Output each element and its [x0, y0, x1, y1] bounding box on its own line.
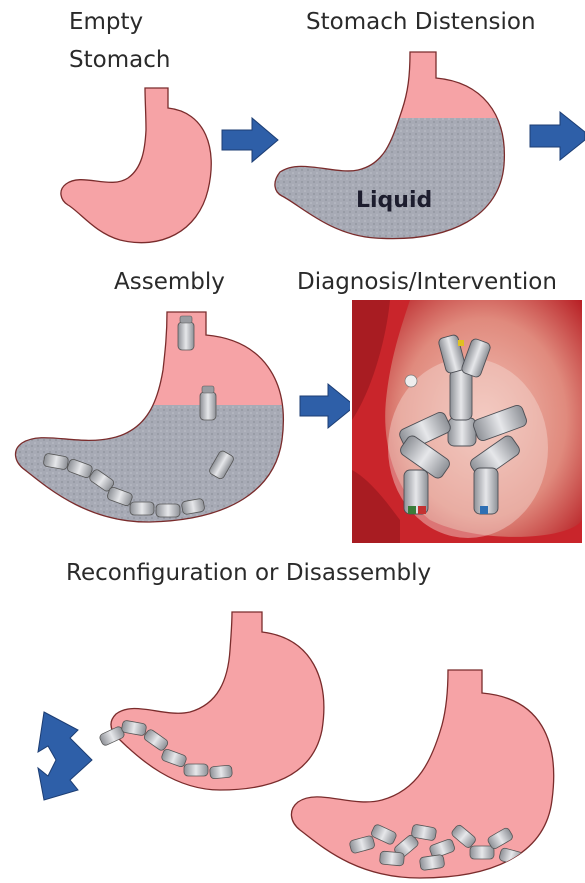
reconfiguration-stomach-illustration — [99, 612, 324, 790]
assembly-stomach-illustration — [0, 312, 300, 535]
disassembly-stomach-illustration — [291, 670, 553, 878]
capsule-module — [178, 316, 194, 350]
right-arrow-icon — [300, 384, 355, 428]
distended-stomach-illustration: Liquid — [260, 52, 520, 258]
diagnosis-intervention-illustration — [350, 298, 582, 543]
right-arrow-icon — [222, 118, 278, 162]
down-up-arrow-icon — [38, 712, 92, 800]
empty-stomach-illustration — [61, 88, 211, 243]
capsule-module — [200, 386, 216, 420]
right-arrow-icon — [530, 112, 585, 160]
liquid-label: Liquid — [356, 188, 432, 213]
